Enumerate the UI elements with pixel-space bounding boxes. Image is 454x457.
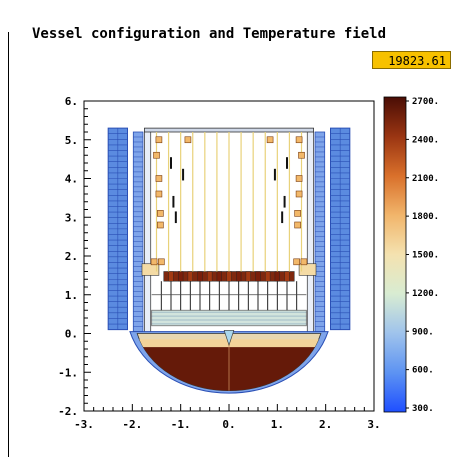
spacer-marker [295,190,303,198]
x-tick-label: -3. [74,418,94,431]
spacer-marker [157,221,164,229]
core-cell [274,271,280,282]
spacer-marker [150,258,158,266]
spacer-marker [266,136,274,144]
spacer-marker [294,221,301,229]
x-tick-label: 3. [367,418,380,431]
y-tick-label: 1. [65,289,78,302]
spacer-marker [153,151,160,159]
core-cell [255,271,261,282]
y-tick-label: 5. [65,134,78,147]
vessel-geometry [107,127,351,394]
core-cell [187,271,193,282]
spacer-marker [295,175,303,182]
plot-axes: -3.-2.-1.0.1.2.3.-2.-1.0.1.2.3.4.5.6. [58,95,381,431]
debris-group [137,339,321,391]
colorbar-label: 1200. [412,289,439,299]
chart-title: Vessel configuration and Temperature fie… [32,26,387,42]
spacer-marker [155,190,163,198]
y-tick-label: 2. [65,250,78,263]
spacer-marker [295,136,303,144]
colorbar-label: 2700. [412,97,439,107]
colorbar-label: 2400. [412,135,439,145]
spacer-marker [155,175,163,182]
x-tick-label: -2. [122,418,142,431]
spacer-marker [294,210,301,217]
x-tick-label: 1. [271,418,284,431]
spacer-marker [293,258,300,266]
colorbar-label: 1800. [412,212,439,222]
downcomer-triangle [223,330,235,347]
inner-wall-right [306,129,314,334]
core-cell [245,271,251,282]
spacer-marker [300,258,308,266]
core-cell [178,271,184,282]
vessel-wall-left [132,131,144,332]
colorbar-label: 1500. [412,251,439,261]
y-tick-label: -2. [58,405,78,418]
colorbar-label: 300. [412,404,434,414]
inner-wall-left [144,129,152,334]
core-cell [226,271,232,282]
spacer-marker [298,151,305,159]
colorbar-label: 900. [412,327,434,337]
core-cell [207,271,213,282]
colorbar-label: 2100. [412,174,439,184]
top-plate [144,127,314,133]
y-tick-label: 4. [65,173,78,186]
x-tick-label: 0. [222,418,235,431]
colorbar-gradient [383,96,407,413]
core-plate-left [141,263,160,276]
vessel-wall-right [314,131,326,332]
core-cell [197,271,203,282]
frame-left-border [8,32,9,457]
lower-support-grid [151,309,307,327]
spacer-marker [158,258,165,266]
y-tick-label: -1. [58,366,78,379]
outer-right-column [330,127,351,331]
core-plate-right [298,263,317,276]
y-tick-label: 3. [65,211,78,224]
spacer-marker [157,210,164,217]
outer-left-column [107,127,128,331]
spacer-marker [155,136,163,144]
colorbar: 2700. 2400. 2100. 1800. 1500. 1200. 900. 600. 30… [383,96,439,414]
x-tick-label: 2. [319,418,332,431]
colorbar-label: 600. [412,366,434,376]
x-tick-label: -1. [171,418,191,431]
core-cell [265,271,271,282]
y-tick-label: 0. [65,328,78,341]
spacer-marker [184,136,192,144]
support-block [151,309,307,327]
core-cell [236,271,242,282]
core-cell [216,271,222,282]
time-value-box: 19823.61 [372,51,451,69]
core-cell [284,271,290,282]
y-tick-label: 6. [65,95,78,108]
core-cell [168,271,174,282]
